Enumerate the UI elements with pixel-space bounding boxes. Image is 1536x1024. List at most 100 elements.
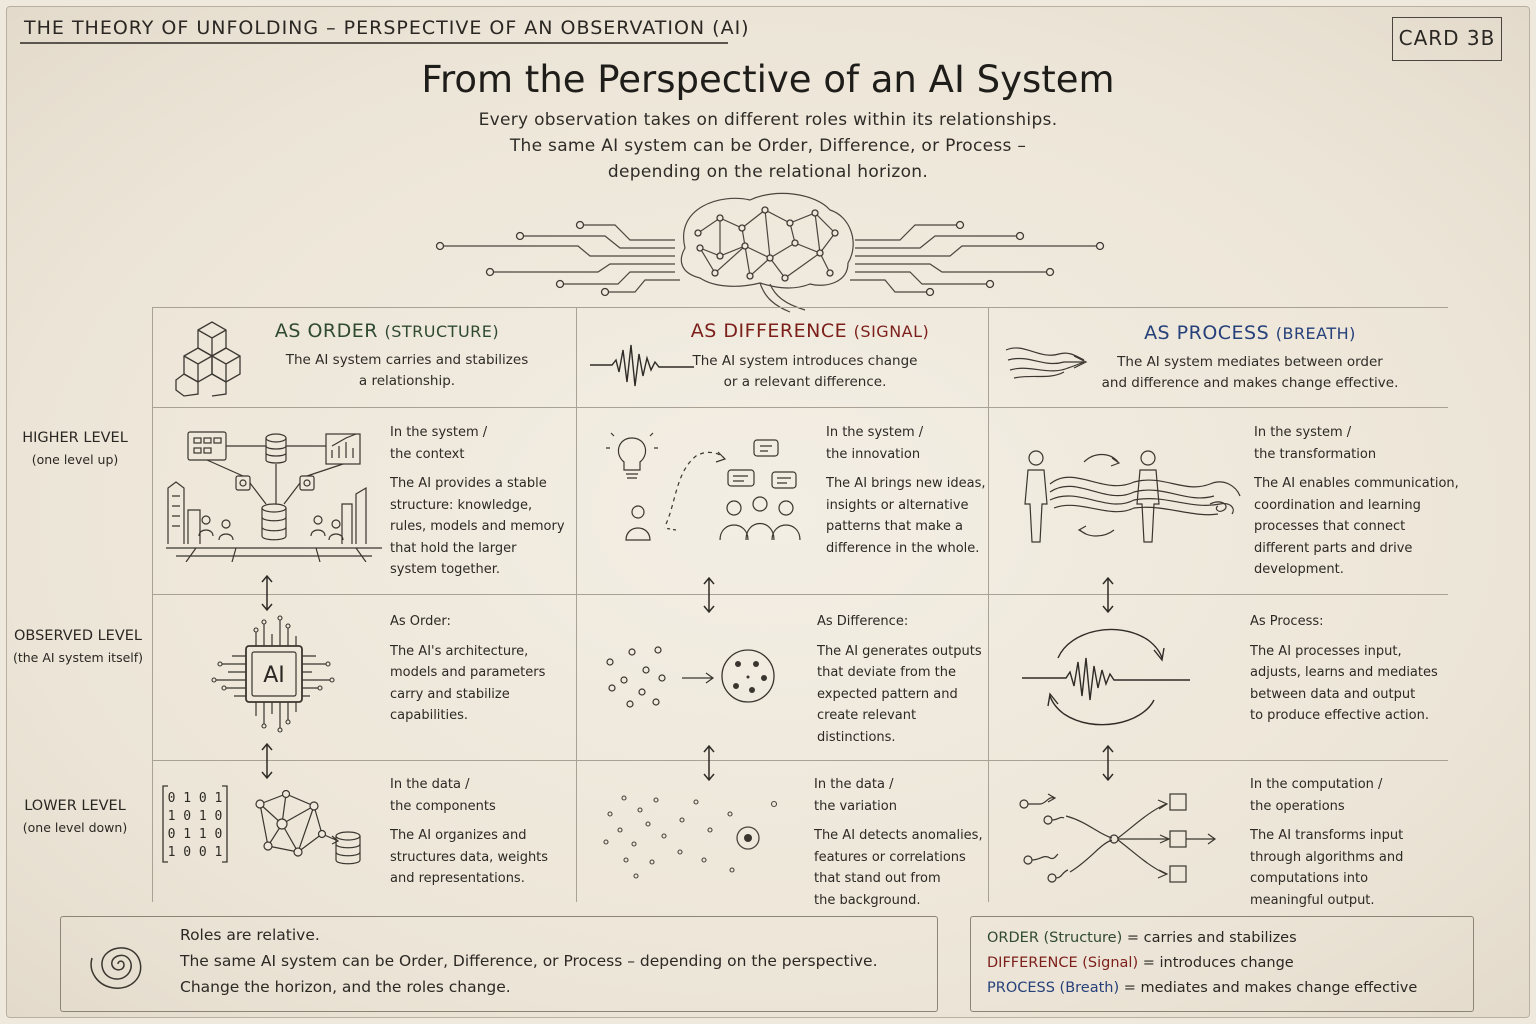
column-desc-order: The AI system carries and stabilizes a r… — [262, 350, 552, 392]
spiral-icon — [90, 947, 142, 989]
series-title: THE THEORY OF UNFOLDING – PERSPECTIVE OF… — [24, 17, 750, 39]
row-label-lower-sub: (one level down) — [22, 820, 128, 835]
process-cycle-icon — [1022, 628, 1190, 726]
scatter-anomaly-icon — [603, 795, 778, 879]
cell-difference-lower-head-2: the variation — [814, 798, 897, 814]
cell-process-observed-line-2: adjusts, learns and mediates — [1250, 665, 1438, 680]
cell-difference-observed-head-1: As Difference: — [817, 614, 909, 629]
cell-order-lower-line-2: structures data, weights — [390, 849, 549, 865]
grid-top-rule — [152, 307, 1448, 309]
column-desc-process-line-2: and difference and makes change effectiv… — [1101, 375, 1399, 391]
cell-difference-observed-line-2: that deviate from the — [817, 665, 957, 680]
cell-order-lower-line-3: and representations. — [390, 871, 525, 886]
binary-row-2: 1 0 1 0 — [168, 809, 223, 824]
cell-difference-observed-line-1: The AI generates outputs — [817, 643, 982, 659]
cell-order-higher-line-5: system together. — [390, 562, 501, 577]
legend-process: PROCESS (Breath) = mediates and makes ch… — [987, 976, 1467, 1001]
column-title-difference-main: AS DIFFERENCE — [690, 320, 848, 342]
cell-order-lower-head-2: the components — [390, 798, 496, 814]
column-title-process-main: AS PROCESS — [1144, 322, 1270, 344]
page-title: From the Perspective of an AI System — [421, 58, 1115, 101]
row-label-lower-main: LOWER LEVEL — [24, 798, 126, 814]
cell-order-observed: As Order: The AI's architecture, models … — [390, 611, 570, 727]
signal-wave-icon — [590, 344, 694, 387]
cell-process-lower-line-1: The AI transforms input — [1250, 828, 1404, 843]
cell-difference-higher-line-4: difference in the whole. — [826, 540, 980, 556]
transform-operations-icon — [1019, 793, 1217, 883]
brain-circuit-icon — [435, 192, 1105, 313]
cell-order-lower-line-1: The AI organizes and — [390, 828, 527, 843]
subtitle-line-2: The same AI system can be Order, Differe… — [509, 136, 1027, 156]
row-label-observed-sub: (the AI system itself) — [12, 650, 144, 665]
cell-order-higher-line-3: rules, models and memory — [390, 519, 565, 534]
footer-note-box — [60, 916, 938, 1012]
grid-header-rule — [152, 407, 1448, 409]
cell-process-lower-line-2: through algorithms and — [1250, 849, 1404, 865]
ai-chip-label: AI — [263, 663, 285, 688]
cell-order-higher-line-2: structure: knowledge, — [390, 497, 533, 513]
subtitle-line-3: depending on the relational horizon. — [607, 162, 929, 182]
updown-arrow-icon — [1102, 744, 1114, 782]
cell-difference-observed-line-4: create relevant distinctions. — [817, 708, 917, 745]
card-frame — [6, 6, 1530, 1018]
updown-arrow-icon — [261, 574, 273, 612]
grid-col-rule-0 — [152, 307, 154, 902]
binary-row-4: 1 0 0 1 — [168, 845, 223, 860]
binary-row-1: 0 1 0 1 — [168, 791, 223, 806]
column-title-order: AS ORDER (STRUCTURE) — [262, 320, 512, 342]
cell-difference-lower-line-3: that stand out from — [814, 871, 941, 886]
cell-process-observed-line-4: to produce effective action. — [1250, 708, 1429, 723]
ai-chip-icon: AI — [211, 615, 335, 733]
footer-line-2: The same AI system can be Order, Differe… — [180, 952, 878, 970]
legend-order-term: ORDER (Structure) — [987, 930, 1123, 946]
cell-process-lower-line-4: meaningful output. — [1250, 892, 1375, 908]
legend-process-term: PROCESS (Breath) — [987, 980, 1120, 996]
cell-order-higher: In the system / the context The AI provi… — [390, 422, 570, 581]
updown-arrow-icon — [1102, 576, 1114, 614]
column-title-order-main: AS ORDER — [274, 320, 378, 342]
column-desc-order-line-1: The AI system carries and stabilizes — [285, 352, 529, 368]
cell-process-lower-head-1: In the computation / — [1250, 777, 1383, 792]
updown-arrow-icon — [703, 744, 715, 782]
column-desc-difference-line-2: or a relevant difference. — [723, 374, 887, 390]
cell-process-higher-line-5: development. — [1254, 562, 1344, 577]
row-label-higher: HIGHER LEVEL (one level up) — [0, 430, 150, 467]
cell-difference-higher-line-2: insights or alternative — [826, 497, 969, 513]
card-badge: CARD 3B — [1392, 17, 1502, 61]
legend-difference: DIFFERENCE (Signal) = introduces change — [987, 951, 1467, 976]
cell-process-higher: In the system / the transformation The A… — [1254, 422, 1464, 581]
binary-matrix-icon: 0 1 0 1 1 0 1 0 0 1 1 0 1 0 0 1 — [162, 785, 228, 863]
cell-difference-higher-line-3: patterns that make a — [826, 519, 963, 534]
cell-order-observed-line-2: models and parameters — [390, 665, 546, 680]
grid-row-rule-1 — [152, 594, 1448, 595]
row-label-observed: OBSERVED LEVEL (the AI system itself) — [3, 628, 153, 665]
cell-process-higher-line-3: processes that connect — [1254, 519, 1406, 534]
cell-order-lower-head-1: In the data / — [390, 777, 470, 792]
cell-process-observed-line-1: The AI processes input, — [1250, 643, 1402, 659]
cell-difference-lower-line-1: The AI detects anomalies, — [814, 828, 983, 843]
cell-difference-lower-line-2: features or correlations — [814, 849, 966, 865]
column-title-process-paren: (BREATH) — [1275, 324, 1356, 343]
column-title-order-paren: (STRUCTURE) — [384, 322, 500, 341]
wind-flow-icon — [1005, 347, 1088, 379]
column-desc-process: The AI system mediates between order and… — [1090, 352, 1410, 394]
binary-row-3: 0 1 1 0 — [168, 827, 223, 842]
grid-col-rule-2 — [988, 307, 990, 902]
cell-difference-observed: As Difference: The AI generates outputs … — [817, 611, 987, 748]
cell-process-higher-head-2: the transformation — [1254, 446, 1377, 462]
column-desc-process-line-1: The AI system mediates between order — [1117, 354, 1383, 370]
column-desc-difference: The AI system introduces change or a rel… — [680, 351, 930, 393]
cell-process-lower: In the computation / the operations The … — [1250, 774, 1450, 911]
cell-process-observed-line-3: between data and output — [1250, 686, 1416, 702]
cell-difference-observed-line-3: expected pattern and — [817, 686, 958, 702]
updown-arrow-icon — [261, 742, 273, 780]
column-title-process: AS PROCESS (BREATH) — [1100, 322, 1400, 344]
cell-order-higher-line-4: that hold the larger — [390, 540, 517, 556]
legend-process-def: = mediates and makes change effective — [1119, 980, 1418, 996]
legend-order-def: = carries and stabilizes — [1122, 930, 1297, 946]
cell-process-observed: As Process: The AI processes input, adju… — [1250, 611, 1450, 727]
cell-order-higher-head-2: the context — [390, 446, 465, 462]
cell-order-observed-line-4: capabilities. — [390, 708, 469, 723]
cell-difference-higher: In the system / the innovation The AI br… — [826, 422, 986, 559]
grid-row-rule-2 — [152, 760, 1448, 761]
